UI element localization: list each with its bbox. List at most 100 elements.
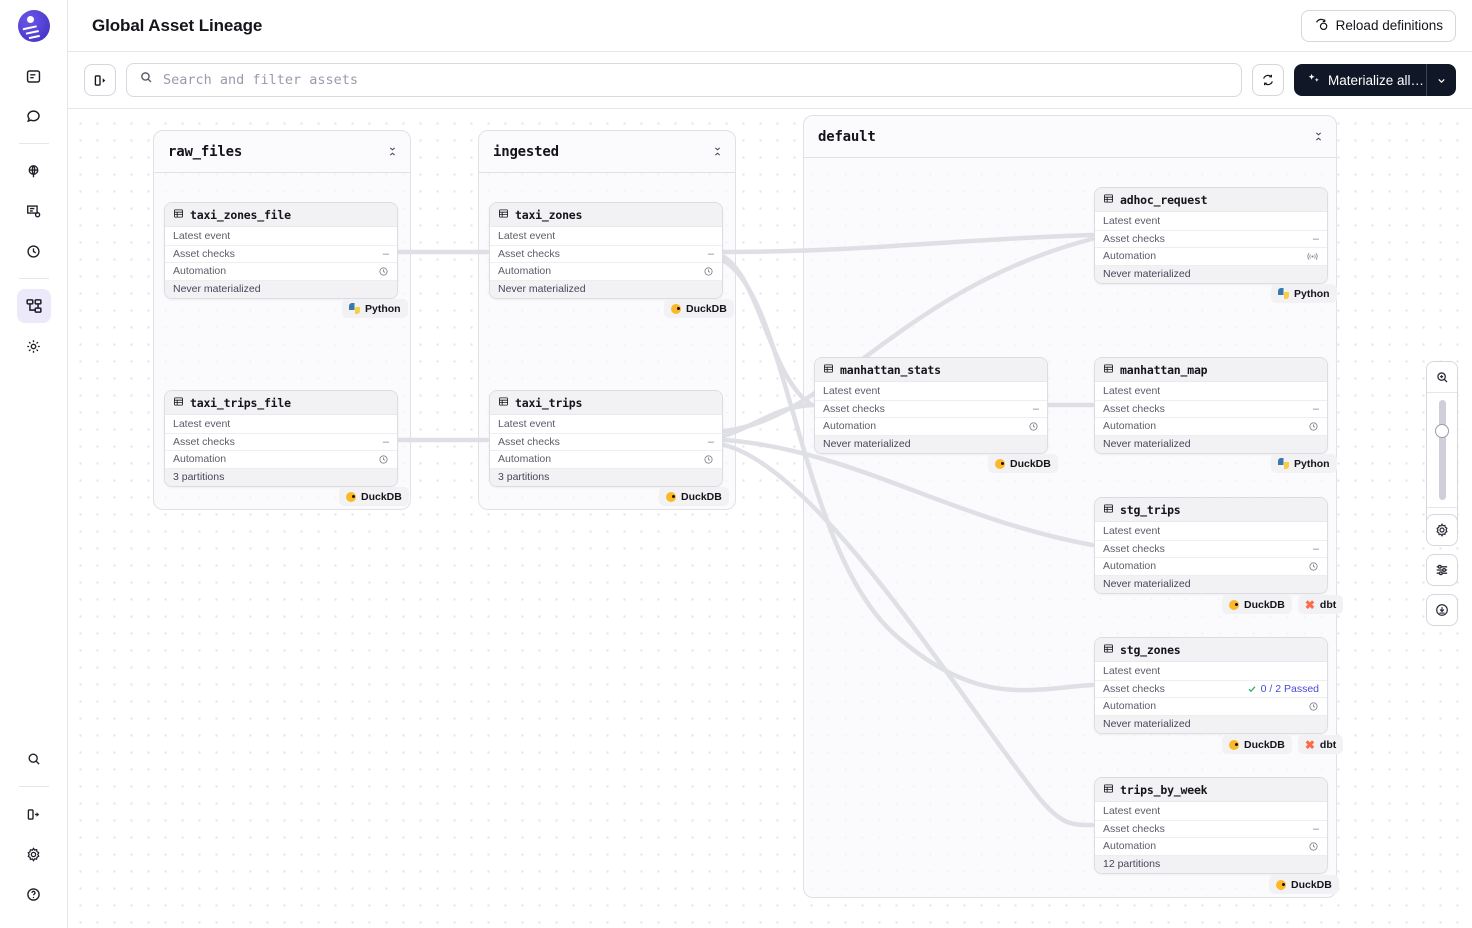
node-automation-row[interactable]: Automation [165,262,397,280]
node-latest-event-row: Latest event [165,415,397,433]
jobs-icon[interactable] [17,194,51,228]
collapse-group-icon[interactable] [387,146,398,157]
fit-to-screen-icon[interactable] [1426,594,1458,626]
refresh-button[interactable] [1252,64,1284,96]
node-automation-row[interactable]: Automation [1095,837,1327,855]
materialize-all-button[interactable]: Materialize all… [1294,64,1426,96]
node-automation-row[interactable]: Automation [165,450,397,468]
tag-duckdb[interactable]: DuckDB [659,487,729,506]
node-asset-checks-row[interactable]: Asset checks– [490,432,722,450]
node-status-label: 3 partitions [173,471,225,483]
asset-lineage-icon[interactable] [16,289,51,323]
node-latest-event-row: Latest event [165,227,397,245]
node-asset-checks-row[interactable]: Asset checks– [1095,229,1327,247]
tag-python[interactable]: Python [1271,454,1337,473]
duckdb-icon [1276,879,1286,890]
overview-icon[interactable] [17,59,51,93]
dagster-logo[interactable] [17,10,50,42]
reload-definitions-button[interactable]: Reload definitions [1300,9,1456,42]
zoom-slider[interactable] [1427,392,1457,508]
search-input[interactable] [163,72,1229,88]
tag-dbt[interactable]: ✖dbt [1297,595,1344,614]
zoom-slider-thumb[interactable] [1435,424,1449,438]
node-asset-checks-row[interactable]: Asset checks– [165,244,397,262]
node-tags-stg_trips: DuckDB ✖dbt [1222,595,1344,614]
graph-filters-icon[interactable] [1426,554,1458,586]
python-icon [1278,288,1289,299]
automation-icon[interactable] [17,329,51,363]
tag-duckdb[interactable]: DuckDB [1269,875,1339,894]
toggle-sidebar-button[interactable] [84,64,116,96]
dbt-icon: ✖ [1304,597,1315,612]
node-tags-taxi_trips: DuckDB [659,487,729,506]
node-asset-checks-row[interactable]: Asset checks– [165,432,397,450]
zoom-in-icon[interactable] [1427,362,1457,392]
help-icon[interactable] [17,877,51,911]
sensor-icon [1306,251,1319,262]
tag-dbt[interactable]: ✖dbt [1297,735,1344,754]
table-icon [823,361,834,379]
tag-duckdb[interactable]: DuckDB [988,454,1058,473]
latest-event-label: Latest event [1103,384,1161,397]
top-bar: Global Asset Lineage Reload definitions [68,0,1472,52]
rail-divider-3 [18,786,49,787]
settings-icon[interactable] [17,837,51,871]
node-automation-row[interactable]: Automation [490,262,722,280]
node-asset-checks-row[interactable]: Asset checks– [490,244,722,262]
clock-icon [703,266,714,277]
node-automation-row[interactable]: Automation [1095,697,1327,715]
tag-python[interactable]: Python [1271,284,1337,303]
tag-python[interactable]: Python [342,299,408,318]
schedules-icon[interactable] [17,234,51,268]
asset-checks-value: – [707,435,714,448]
node-asset-checks-row[interactable]: Asset checks– [1095,819,1327,837]
filter-toolbar: Materialize all… [68,52,1472,109]
deployment-icon[interactable] [17,154,51,188]
node-asset-checks-row[interactable]: Asset checks– [1095,539,1327,557]
search-assets-box[interactable] [126,63,1242,97]
node-automation-row[interactable]: Automation [1095,247,1327,265]
node-latest-event-row: Latest event [490,227,722,245]
node-automation-row[interactable]: Automation [1095,557,1327,575]
table-icon [173,206,184,224]
sparkle-icon [1307,72,1321,89]
node-automation-row[interactable]: Automation [490,450,722,468]
collapse-group-icon[interactable] [1313,131,1324,142]
collapse-group-icon[interactable] [712,146,723,157]
runs-icon[interactable] [17,99,51,133]
search-icon[interactable] [17,742,51,776]
expand-panel-icon[interactable] [17,797,51,831]
node-automation-row[interactable]: Automation [815,417,1047,435]
node-asset-checks-row[interactable]: Asset checks– [1095,399,1327,417]
node-tags-stg_zones: DuckDB ✖dbt [1222,735,1344,754]
asset-checks-value: – [1312,822,1319,835]
node-status-footer: Never materialized [1095,264,1327,283]
node-automation-row[interactable]: Automation [1095,417,1327,435]
node-title-taxi_zones: taxi_zones [515,207,583,222]
materialize-options-button[interactable] [1426,64,1456,96]
tag-duckdb[interactable]: DuckDB [1222,595,1292,614]
tag-duckdb[interactable]: DuckDB [1222,735,1292,754]
node-status-label: Never materialized [498,283,586,295]
node-asset-checks-row[interactable]: Asset checks– [815,399,1047,417]
node-latest-event-row: Latest event [1095,662,1327,680]
tag-duckdb[interactable]: DuckDB [339,487,409,506]
asset-checks-value: – [1312,232,1319,245]
asset-group-raw_files[interactable]: raw_files [153,130,411,510]
graph-settings-icon[interactable] [1426,514,1458,546]
tag-duckdb[interactable]: DuckDB [664,299,734,318]
node-header-taxi_trips_file: taxi_trips_file [165,391,397,415]
page-title: Global Asset Lineage [92,15,263,35]
